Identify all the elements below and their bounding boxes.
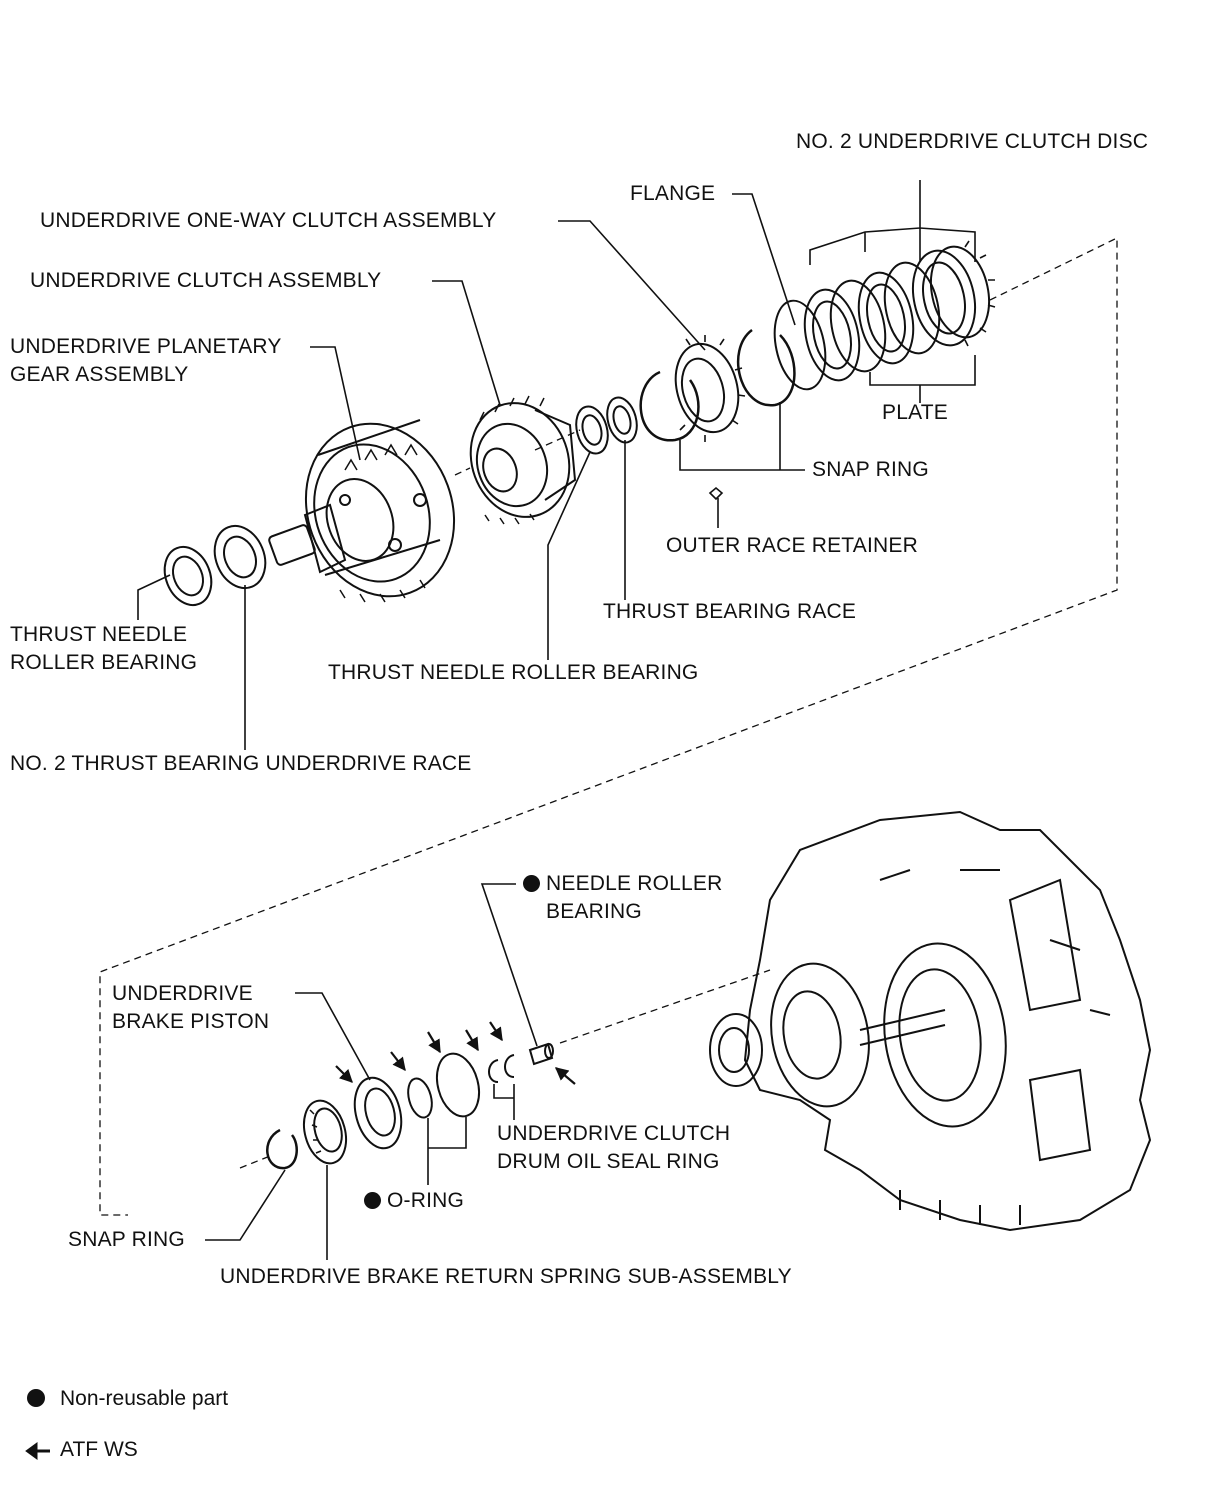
o-ring-large-part: [435, 1052, 481, 1118]
label-snap-ring-bottom: SNAP RING: [68, 1228, 185, 1251]
return-spring-part: [302, 1099, 348, 1165]
outer-race-retainer-part: [708, 486, 724, 501]
thrust-needle-bearing-mid-part: [575, 405, 609, 455]
oil-seal-ring-2-part: [504, 1054, 515, 1078]
label-ud-planetary-line2: GEAR ASSEMBLY: [10, 363, 189, 386]
snap-ring-upper-right-part: [736, 328, 796, 407]
brake-piston-part: [353, 1076, 403, 1150]
label-thrust-bearing-race: THRUST BEARING RACE: [603, 600, 857, 623]
label-thrust-needle-left-line1: THRUST NEEDLE: [10, 623, 188, 646]
label-ud-one-way-clutch: UNDERDRIVE ONE-WAY CLUTCH ASSEMBLY: [40, 209, 497, 232]
one-way-clutch-part: [674, 335, 746, 442]
label-outer-race-retainer: OUTER RACE RETAINER: [666, 534, 918, 557]
arrow-left-icon: [25, 1442, 50, 1460]
label-snap-ring-top: SNAP RING: [812, 458, 929, 481]
filled-circle-icon: [27, 1389, 45, 1407]
legend-non-reusable: Non-reusable part: [60, 1387, 229, 1410]
leader-lines: [137, 180, 976, 1260]
label-ud-brake-piston-line1: UNDERDRIVE: [112, 982, 253, 1005]
label-ud-drum-seal-line1: UNDERDRIVE CLUTCH: [497, 1122, 731, 1145]
snap-ring-lower-part: [266, 1128, 298, 1170]
label-o-ring: O-RING: [364, 1187, 464, 1215]
label-needle-roller-line1: NEEDLE ROLLER: [523, 870, 723, 898]
label-thrust-needle-left-line2: ROLLER BEARING: [10, 651, 198, 674]
no2-thrust-race-part: [213, 524, 267, 590]
thrust-needle-bearing-left-part: [163, 545, 213, 607]
label-no2-ud-clutch-disc: NO. 2 UNDERDRIVE CLUTCH DISC: [796, 130, 1149, 153]
label-ud-brake-return-spring: UNDERDRIVE BRAKE RETURN SPRING SUB-ASSEM…: [220, 1265, 792, 1288]
label-ud-clutch-assembly: UNDERDRIVE CLUTCH ASSEMBLY: [30, 269, 382, 292]
clutch-pack-part: [773, 240, 996, 391]
label-ud-planetary-line1: UNDERDRIVE PLANETARY: [10, 335, 282, 358]
underdrive-clutch-assembly-part: [469, 395, 577, 525]
label-ud-brake-piston-line2: BRAKE PISTON: [112, 1010, 270, 1033]
planetary-gear-assembly-part: [268, 419, 456, 603]
oil-seal-ring-1-part: [488, 1059, 499, 1083]
non-reusable-dot-icon: [364, 1192, 381, 1209]
legend-atf: ATF WS: [60, 1438, 138, 1461]
label-thrust-needle-mid: THRUST NEEDLE ROLLER BEARING: [328, 661, 699, 684]
atf-arrows: [335, 1021, 576, 1085]
dashed-alignment-lines: [99, 236, 1118, 1216]
label-ud-drum-seal-line2: DRUM OIL SEAL RING: [497, 1150, 720, 1173]
o-ring-small-part: [407, 1077, 433, 1119]
label-no2-thrust-race: NO. 2 THRUST BEARING UNDERDRIVE RACE: [10, 752, 472, 775]
label-needle-roller-line2: BEARING: [546, 900, 642, 923]
thrust-bearing-race-part: [606, 396, 638, 444]
transaxle-case-part: [709, 810, 1152, 1232]
label-flange: FLANGE: [630, 182, 716, 205]
non-reusable-dot-icon: [523, 875, 540, 892]
snap-ring-upper-left-part: [639, 370, 700, 442]
label-plate: PLATE: [882, 401, 948, 424]
needle-roller-bearing-part: [528, 1042, 554, 1066]
